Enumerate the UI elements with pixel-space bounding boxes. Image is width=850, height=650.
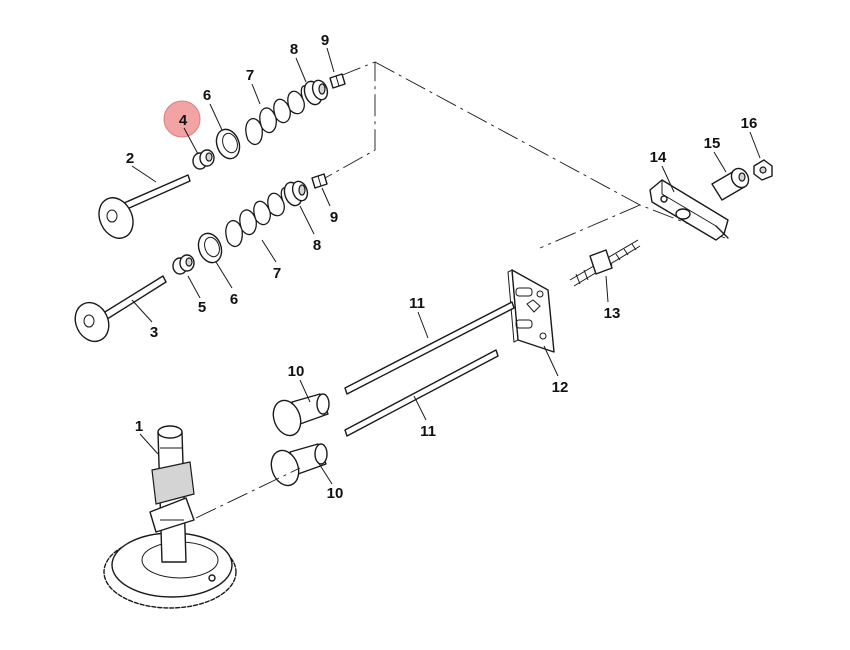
label-part-10-upper[interactable]: 10 — [288, 363, 305, 380]
label-part-6-lower[interactable]: 6 — [230, 291, 238, 308]
lifter-lower[interactable] — [267, 443, 328, 489]
label-part-1[interactable]: 1 — [135, 418, 143, 435]
label-part-12[interactable]: 12 — [552, 379, 569, 396]
label-part-15[interactable]: 15 — [704, 135, 721, 152]
pushrod-guide-plate[interactable] — [507, 269, 555, 353]
washer-lower[interactable] — [195, 230, 226, 266]
keeper-lower[interactable] — [311, 173, 328, 189]
callout-labels: 4 2 6 7 8 9 9 8 7 6 5 3 14 15 16 13 12 1… — [126, 32, 758, 502]
label-part-7-lower[interactable]: 7 — [273, 265, 281, 282]
cam-centerline — [195, 467, 301, 519]
label-part-6-upper[interactable]: 6 — [203, 87, 211, 104]
pivot-nut[interactable] — [711, 165, 752, 201]
lifter-upper[interactable] — [269, 393, 330, 439]
rocker-arm[interactable] — [649, 179, 729, 241]
spring-lower[interactable] — [225, 187, 291, 247]
valve-lower[interactable] — [69, 275, 167, 347]
camshaft[interactable] — [149, 425, 195, 563]
label-part-8-lower[interactable]: 8 — [313, 237, 321, 254]
retainer-upper[interactable] — [301, 78, 330, 107]
highlight-marker — [163, 100, 201, 138]
spring-upper[interactable] — [245, 85, 311, 145]
valve-seal-lower[interactable] — [172, 254, 195, 275]
label-part-10-lower[interactable]: 10 — [327, 485, 344, 502]
label-part-4[interactable]: 4 — [179, 112, 188, 129]
hex-nut[interactable] — [753, 159, 773, 181]
label-part-8-upper[interactable]: 8 — [290, 41, 298, 58]
label-part-2[interactable]: 2 — [126, 150, 134, 167]
label-part-13[interactable]: 13 — [604, 305, 621, 322]
washer-upper[interactable] — [213, 126, 244, 162]
pushrod-upper[interactable] — [344, 301, 515, 395]
valve-upper[interactable] — [93, 174, 191, 244]
label-part-16[interactable]: 16 — [741, 115, 758, 132]
valve-seal-upper[interactable] — [192, 149, 215, 170]
rocker-stud[interactable] — [569, 239, 641, 287]
label-part-14[interactable]: 14 — [650, 149, 667, 166]
leader-lines — [131, 47, 761, 485]
label-part-11-lower[interactable]: 11 — [420, 423, 436, 440]
label-part-9-lower[interactable]: 9 — [330, 209, 338, 226]
label-part-5[interactable]: 5 — [198, 299, 206, 316]
label-part-7-upper[interactable]: 7 — [246, 67, 254, 84]
label-part-9-upper[interactable]: 9 — [321, 32, 329, 49]
keeper-upper[interactable] — [329, 73, 346, 89]
label-part-11-upper[interactable]: 11 — [409, 295, 425, 312]
retainer-lower[interactable] — [281, 179, 310, 208]
pushrod-lower[interactable] — [344, 349, 499, 437]
label-part-3[interactable]: 3 — [150, 324, 158, 341]
